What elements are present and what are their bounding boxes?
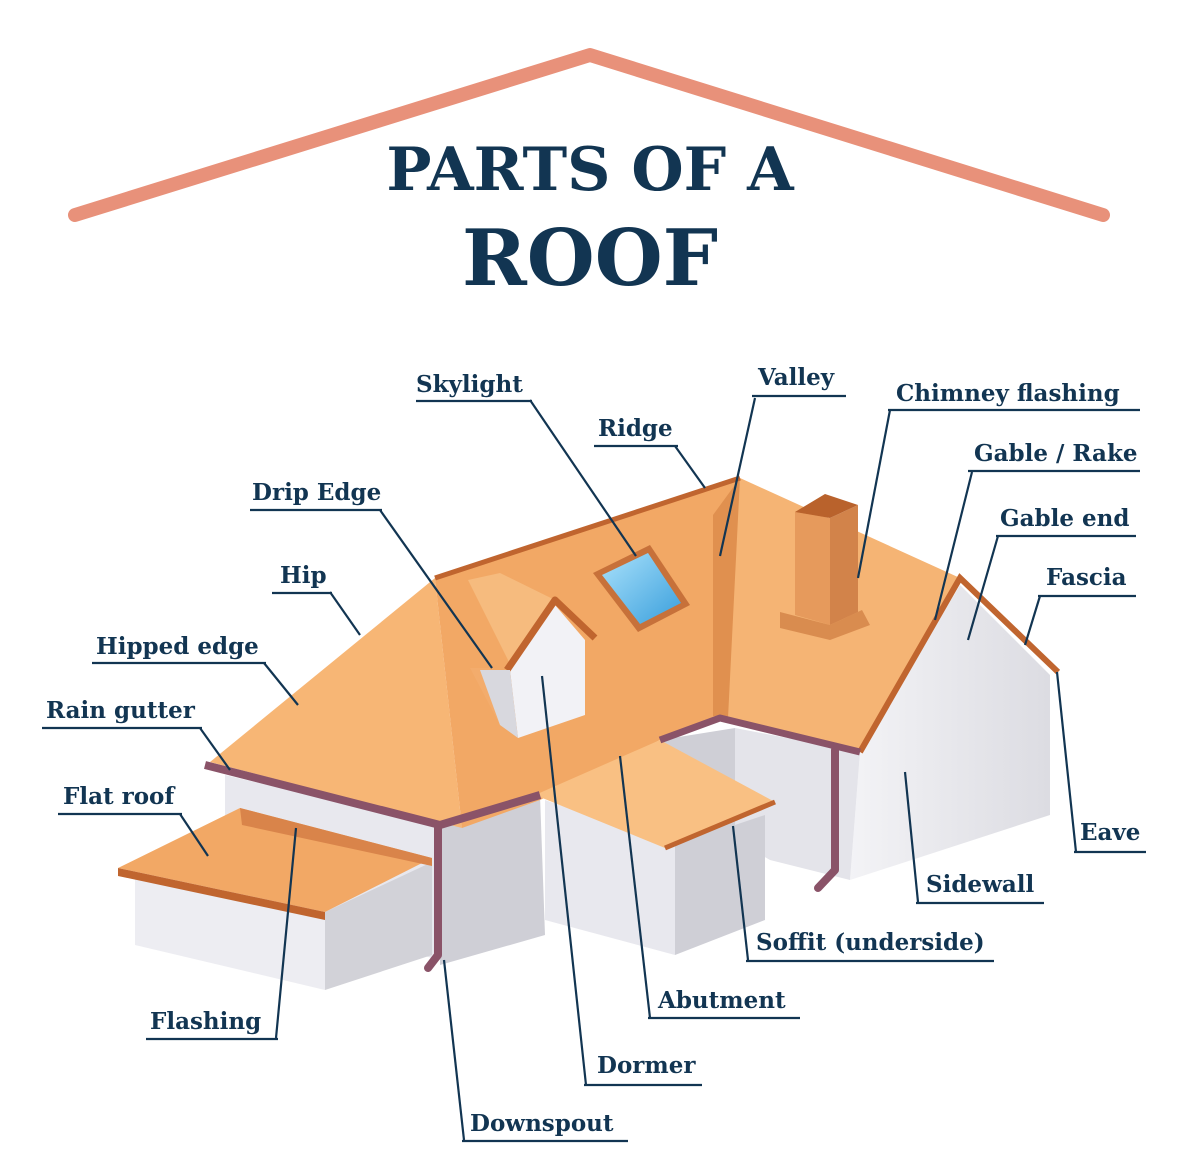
leader-hipped-edge xyxy=(263,662,299,706)
label-rain-gutter: Rain gutter xyxy=(46,697,196,724)
label-sidewall: Sidewall xyxy=(926,871,1035,898)
leader-flat-roof xyxy=(179,813,209,857)
dormer-cheek xyxy=(468,573,555,668)
flat-roof-flashing-strip xyxy=(240,808,432,866)
main-wall-side xyxy=(440,795,545,965)
label-downspout: Downspout xyxy=(470,1110,614,1137)
leader-lines xyxy=(179,397,1078,1141)
sidewall xyxy=(735,728,860,880)
flat-roof-surface xyxy=(118,808,432,912)
label-gable-rake: Gable / Rake xyxy=(974,440,1138,467)
downspout-right xyxy=(814,746,839,892)
flat-roof-edge xyxy=(118,868,325,920)
leader-dormer xyxy=(540,675,588,1086)
hipped-roof-face xyxy=(210,578,462,828)
chimney-front xyxy=(795,512,830,625)
label-ridge: Ridge xyxy=(598,415,673,442)
label-skylight: Skylight xyxy=(416,371,523,398)
dormer-side-wall xyxy=(480,670,518,738)
leader-ridge xyxy=(674,445,706,489)
dormer-front-wall xyxy=(510,605,585,738)
chimney-top xyxy=(795,494,858,518)
dormer-gable-trim xyxy=(504,596,598,672)
leader-skylight xyxy=(529,399,637,557)
label-dormer: Dormer xyxy=(597,1052,696,1079)
chimney-flashing-base xyxy=(780,610,870,640)
abutment-roof-edge xyxy=(664,799,776,851)
label-abutment: Abutment xyxy=(657,987,786,1014)
leader-hip xyxy=(329,591,361,636)
leader-soffit xyxy=(731,825,750,961)
abutment-roof xyxy=(535,740,775,848)
main-roof-slope xyxy=(435,478,740,828)
leader-gable-rake xyxy=(933,471,974,621)
label-hip: Hip xyxy=(280,562,327,589)
downspout-left xyxy=(424,821,442,972)
leader-downspout xyxy=(442,959,466,1141)
label-flashing: Flashing xyxy=(150,1008,261,1035)
chimney-side xyxy=(830,505,858,625)
leader-valley xyxy=(718,397,757,557)
leader-chimney-flashing xyxy=(856,409,892,579)
label-valley: Valley xyxy=(757,364,835,391)
title-line-1: PARTS OF A xyxy=(386,135,795,205)
leader-abutment xyxy=(618,755,652,1019)
title-line-2: ROOF xyxy=(462,213,718,304)
gable-end-wall xyxy=(850,585,1050,880)
label-soffit: Soffit (underside) xyxy=(756,929,985,956)
skylight-glass xyxy=(602,553,681,624)
leader-drip-edge xyxy=(379,509,493,669)
title-roof-outline xyxy=(68,48,1110,222)
leader-eave xyxy=(1055,671,1078,853)
leader-sidewall xyxy=(903,771,920,903)
valley-shade xyxy=(713,478,740,718)
leader-gable-end xyxy=(966,535,1000,641)
label-eave: Eave xyxy=(1080,819,1140,846)
label-hipped-edge: Hipped edge xyxy=(96,633,259,660)
house-illustration xyxy=(118,475,1061,990)
labels: Skylight Valley Chimney flashing Ridge G… xyxy=(42,364,1146,1143)
label-drip-edge: Drip Edge xyxy=(252,479,381,506)
ridge-line xyxy=(434,475,741,581)
label-chimney-flashing: Chimney flashing xyxy=(896,380,1120,407)
leader-rain-gutter xyxy=(199,727,231,771)
rear-gutter-line xyxy=(658,714,861,756)
label-gable-end: Gable end xyxy=(1000,505,1129,532)
leader-flashing xyxy=(274,827,298,1039)
leader-fascia xyxy=(1023,595,1042,646)
label-fascia: Fascia xyxy=(1046,564,1127,591)
label-flat-roof: Flat roof xyxy=(63,783,176,810)
flat-roof-wall-side xyxy=(325,862,432,990)
